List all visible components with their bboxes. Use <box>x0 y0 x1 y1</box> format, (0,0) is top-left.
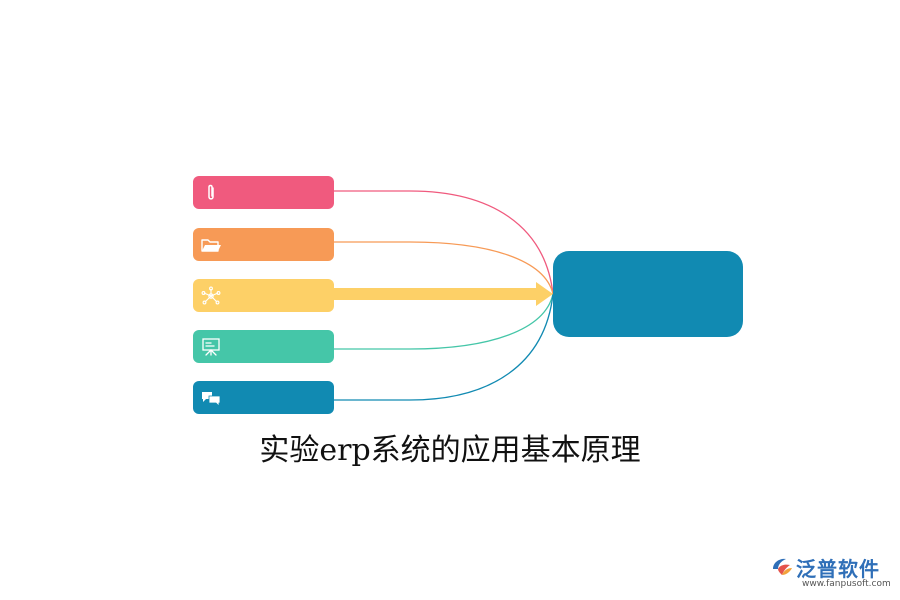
presentation-board-icon <box>202 338 220 356</box>
connector-line-4 <box>334 293 554 350</box>
connector-line-5 <box>334 293 554 401</box>
item-box-3 <box>193 279 334 312</box>
arrow-head <box>536 282 553 306</box>
item-box-1 <box>193 176 334 209</box>
network-icon <box>201 286 221 305</box>
connector-line-2 <box>334 241 554 295</box>
item-box-5 <box>193 381 334 414</box>
fanpu-logo-icon <box>773 558 792 575</box>
item-box-4 <box>193 330 334 363</box>
arrow-shaft <box>334 288 538 300</box>
watermark-logo: 泛普软件 www.fanpusoft.com <box>770 553 895 593</box>
watermark-brand: 泛普软件 <box>796 557 880 581</box>
watermark-url: www.fanpusoft.com <box>802 579 891 589</box>
central-topic-box <box>553 251 743 337</box>
paperclip-icon <box>208 184 214 200</box>
folder-icon <box>201 239 221 252</box>
connector-line-1 <box>334 190 554 295</box>
diagram-title: 实验erp系统的应用基本原理 <box>259 433 641 468</box>
item-box-2 <box>193 228 334 261</box>
chat-bubbles-icon <box>202 392 221 407</box>
